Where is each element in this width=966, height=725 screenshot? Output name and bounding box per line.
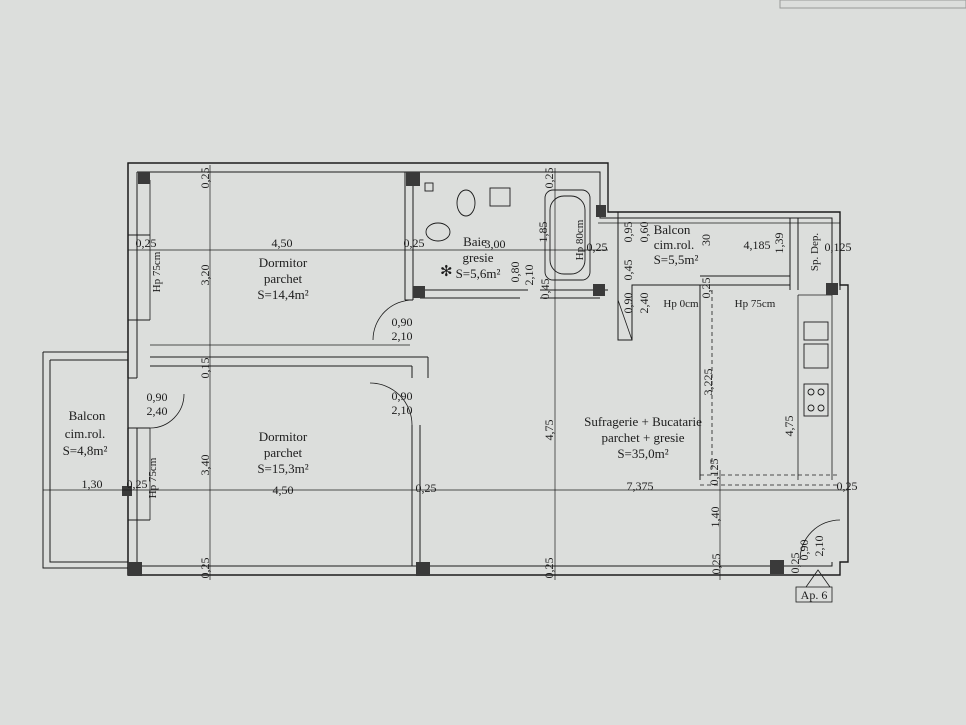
bathtub-inner <box>549 195 586 275</box>
dim-095: 0,95 <box>621 222 635 243</box>
balcon-left-area: S=4,8m² <box>63 443 108 458</box>
dim-210-a: 2,10 <box>522 265 536 286</box>
dim-015: 0,15 <box>198 358 212 379</box>
sink <box>489 187 511 207</box>
dim-030: 30 <box>699 234 713 246</box>
dim-475-b: 4,75 <box>782 416 796 437</box>
sp-depi: Sp. Dep. <box>809 233 821 271</box>
washbasin <box>425 222 451 242</box>
dim-025-k: 0,25 <box>699 278 713 299</box>
entry-090: 0,90 <box>797 540 811 561</box>
dim-450-bottom: 4,50 <box>273 483 294 497</box>
dim-025-b: 0,25 <box>404 236 425 250</box>
dim-025-a: 0,25 <box>136 236 157 250</box>
dim-025-f: 0,25 <box>837 479 858 493</box>
dim-025-h: 0,25 <box>198 558 212 579</box>
dim-475-a: 4,75 <box>542 420 556 441</box>
drain <box>424 182 434 192</box>
dim-340: 3,40 <box>198 455 212 476</box>
dim-090v: 0,90 <box>621 293 635 314</box>
entry-arrow-icon <box>805 569 831 588</box>
walls <box>42 162 849 576</box>
dim-130: 1,30 <box>82 477 103 491</box>
door3-w: 0,90 <box>147 390 168 404</box>
hp-80: Hp 80cm <box>574 219 586 260</box>
snowflake-icon: ✻ <box>440 264 453 280</box>
baie-name: Baie <box>463 234 487 249</box>
door2-w: 0,90 <box>392 389 413 403</box>
dim-025-i: 0,25 <box>542 168 556 189</box>
dim-320: 3,20 <box>198 265 212 286</box>
balcon-right-name: Balcon <box>654 222 691 237</box>
dim-060: 0,60 <box>637 222 651 243</box>
dim-450-top: 4,50 <box>272 236 293 250</box>
balcon-right-finish: cim.rol. <box>654 237 694 252</box>
toilet <box>456 189 476 217</box>
room-labels: Dormitor parchet S=14,4m² Dormitor parch… <box>63 222 703 476</box>
dim-025-c: 0,25 <box>587 240 608 254</box>
dim-045b: 0,45 <box>621 260 635 281</box>
kitchen-fixtures <box>803 321 829 417</box>
dim-140: 1,40 <box>708 507 722 528</box>
hp-0cm: Hp 0cm <box>663 298 699 310</box>
apartment-label: Ap. 6 <box>801 588 828 602</box>
fridge <box>803 321 829 341</box>
dormitor2-area: S=15,3m² <box>257 461 308 476</box>
dim-185: 1,85 <box>536 222 550 243</box>
dim-0125: 0,125 <box>825 240 852 254</box>
bathtub <box>544 189 591 281</box>
living-name: Sufragerie + Bucatarie <box>584 414 702 429</box>
dim-025-entry: 0,25 <box>788 553 802 574</box>
dimension-labels: 4,50 4,50 3,00 0,25 0,25 0,25 1,30 0,25 … <box>82 168 858 579</box>
dimension-lines <box>43 165 848 580</box>
bath-fixtures <box>424 182 591 281</box>
balcon-left-finish: cim.rol. <box>65 426 105 441</box>
dim-3225: 3,225 <box>701 369 715 396</box>
dim-300: 3,00 <box>485 237 506 251</box>
dim-025-g: 0,25 <box>198 168 212 189</box>
dim-025-l: 0,25 <box>709 554 723 575</box>
stove <box>803 383 829 417</box>
dormitor2-finish: parchet <box>264 445 303 460</box>
apartment-label-box <box>795 586 833 603</box>
door1-h: 2,10 <box>392 329 413 343</box>
living-area: S=35,0m² <box>617 446 668 461</box>
dim-240v: 2,40 <box>637 293 651 314</box>
balcon-right-area: S=5,5m² <box>654 252 699 267</box>
dim-025-e: 0,25 <box>416 481 437 495</box>
columns <box>122 172 838 576</box>
hp-75-right: Hp 75cm <box>735 298 776 310</box>
dim-025-j: 0,25 <box>542 558 556 579</box>
dormitor1-name: Dormitor <box>259 255 308 270</box>
dormitor1-area: S=14,4m² <box>257 287 308 302</box>
door1-w: 0,90 <box>392 315 413 329</box>
dim-139: 1,39 <box>772 233 786 254</box>
entry-210: 2,10 <box>812 536 826 557</box>
dim-080: 0,80 <box>508 262 522 283</box>
dim-025-d: 0,25 <box>127 477 148 491</box>
page-edge <box>779 0 966 9</box>
door-swings <box>149 299 841 561</box>
balcon-left-name: Balcon <box>69 408 106 423</box>
dim-0125b: 0,125 <box>707 459 721 486</box>
dim-4185: 4,185 <box>744 238 771 252</box>
door2-h: 2,10 <box>392 403 413 417</box>
kitchen-sink <box>803 343 829 369</box>
living-finish: parchet + gresie <box>601 430 684 445</box>
dim-045: 0,45 <box>538 279 552 300</box>
hp-left-bottom: Hp 75cm <box>147 457 159 498</box>
baie-finish: gresie <box>462 250 493 265</box>
baie-area: S=5,6m² <box>456 266 501 281</box>
dim-7375: 7,375 <box>627 479 654 493</box>
dormitor1-finish: parchet <box>264 271 303 286</box>
dormitor2-name: Dormitor <box>259 429 308 444</box>
hp-left-top: Hp 75cm <box>151 251 163 292</box>
door3-h: 2,40 <box>147 404 168 418</box>
